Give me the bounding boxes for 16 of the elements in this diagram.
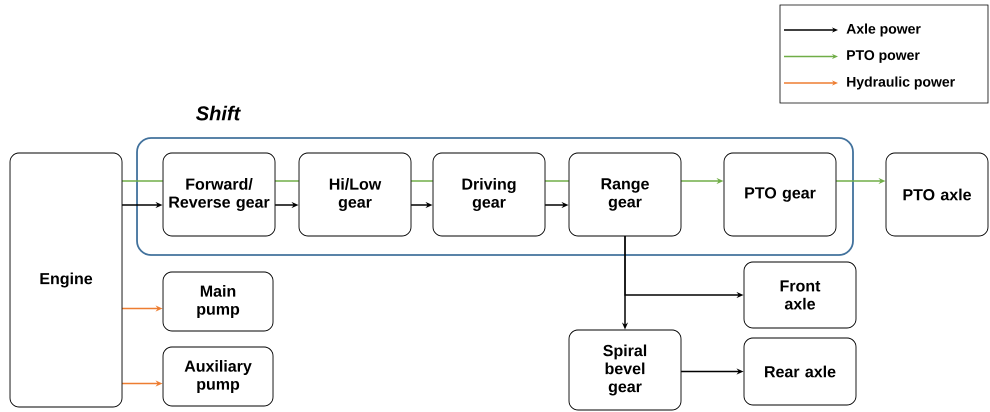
process-box: Auxiliary pump	[162, 346, 274, 406]
process-box: PTO axle	[886, 152, 988, 236]
legend-label: PTO power	[847, 50, 920, 63]
process-box: Engine	[10, 152, 122, 408]
process-box: Rear axle	[744, 338, 856, 406]
legend-label: Axle power	[846, 23, 921, 37]
process-box: Spiral bevel gear	[568, 330, 682, 410]
group-title: Shift	[196, 106, 241, 120]
process-box: Main pump	[162, 272, 274, 332]
legend-label: Hydraulic power	[847, 76, 955, 90]
process-box: Front axle	[744, 262, 856, 328]
process-box: PTO gear	[724, 152, 836, 236]
process-box: Forward/ Reverse gear	[162, 152, 276, 236]
process-box: Range gear	[568, 152, 682, 236]
process-box: Hi/Low gear	[298, 152, 412, 236]
process-box: Driving gear	[432, 152, 546, 236]
